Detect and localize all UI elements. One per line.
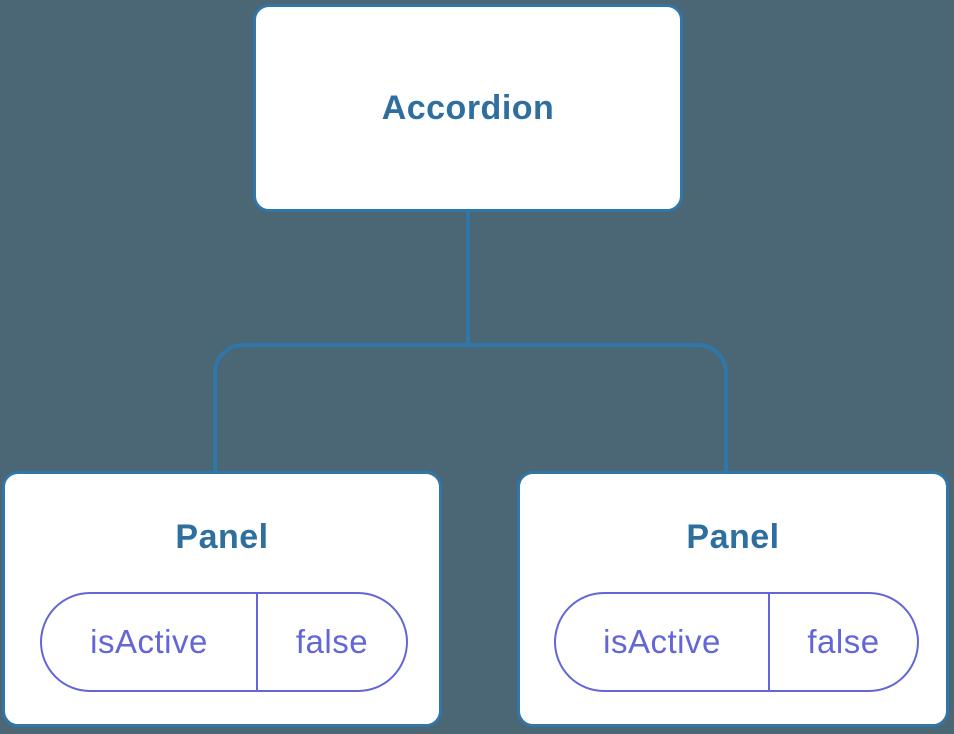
connector-bracket — [213, 343, 728, 473]
accordion-node-label: Accordion — [381, 88, 555, 127]
tree-node-accordion: Accordion — [253, 4, 683, 212]
panel-1-prop-pill: isActive false — [40, 592, 408, 692]
panel-2-label: Panel — [686, 518, 780, 556]
panel-1-prop-value: false — [295, 623, 369, 660]
panel-1-label: Panel — [175, 518, 269, 556]
connector-stem — [466, 210, 470, 345]
tree-node-panel-1: Panel isActive false — [2, 471, 442, 727]
panel-2-prop-pill: isActive false — [554, 592, 919, 692]
panel-2-prop-name: isActive — [556, 594, 770, 690]
tree-node-panel-2: Panel isActive false — [517, 471, 949, 727]
panel-1-prop-name: isActive — [42, 594, 258, 690]
panel-2-prop-value: false — [807, 623, 880, 660]
